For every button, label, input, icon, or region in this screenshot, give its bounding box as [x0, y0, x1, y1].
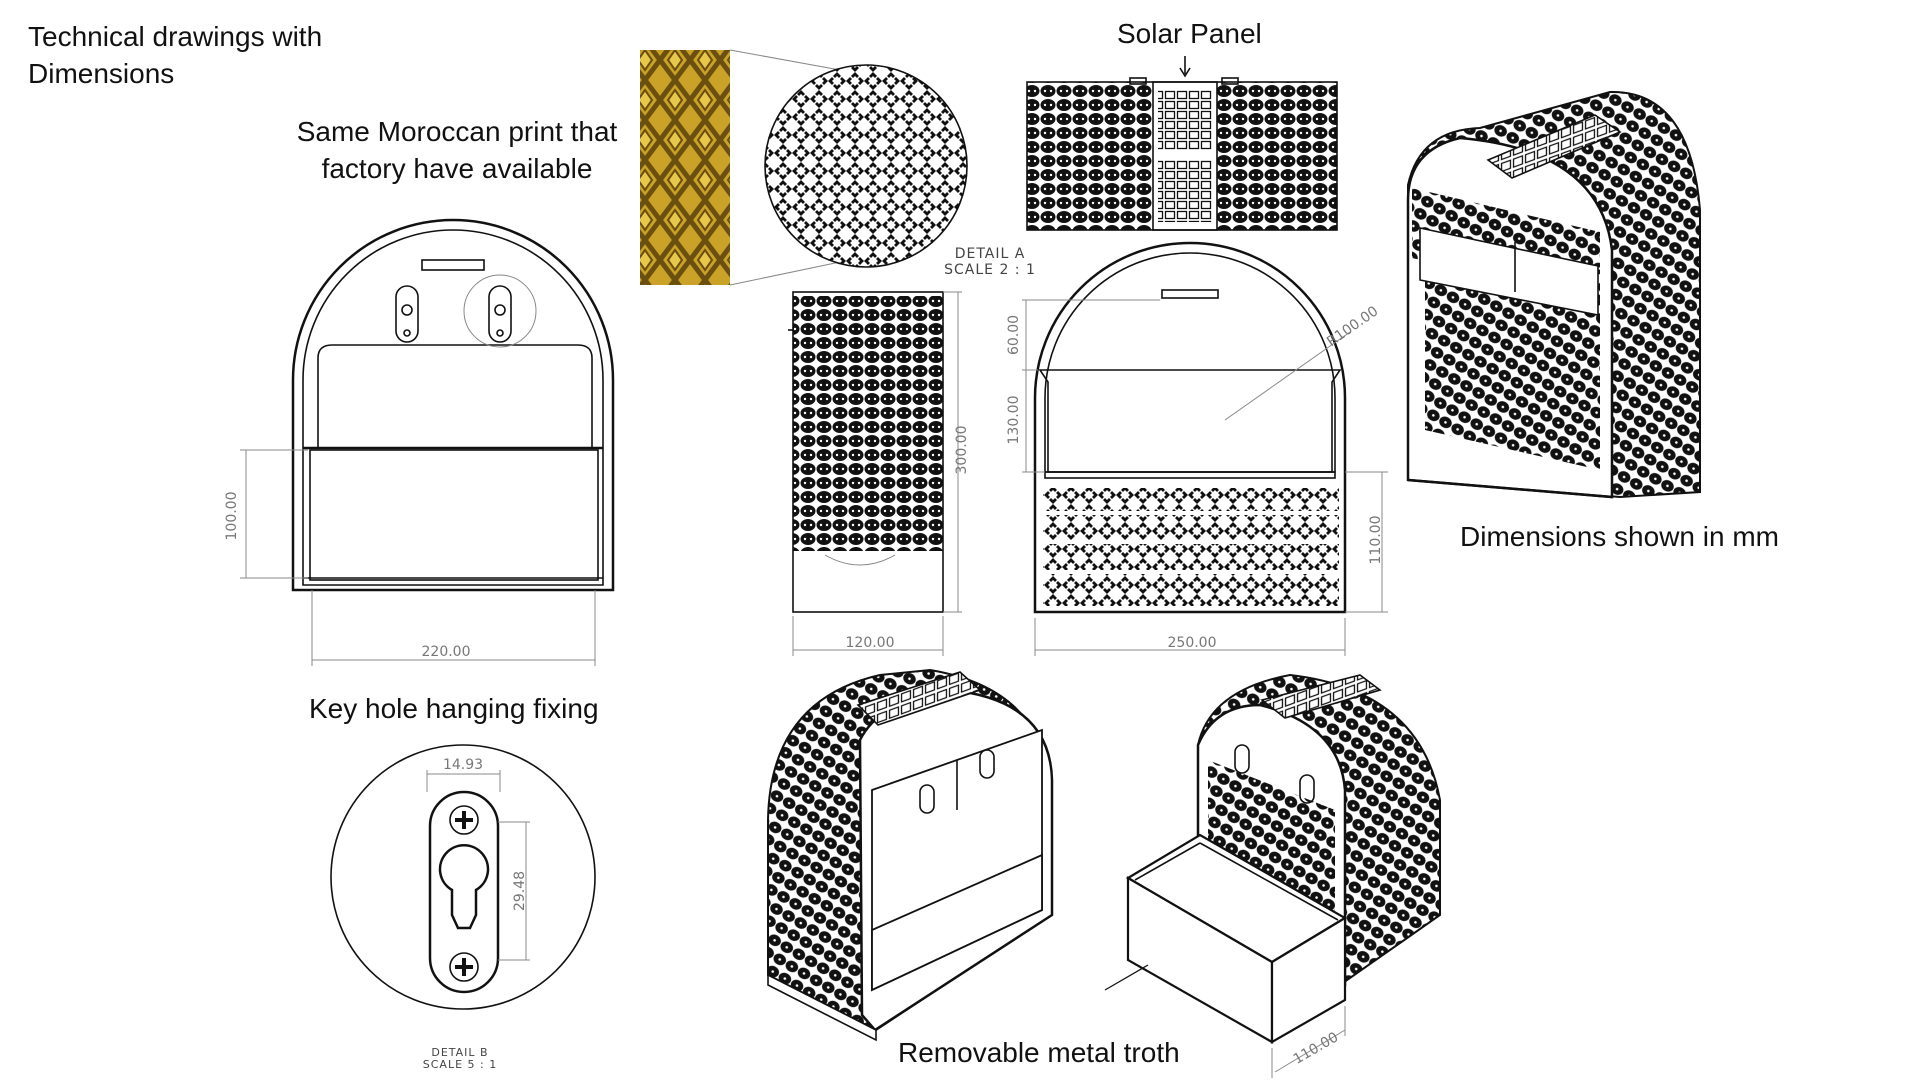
dim-pattern-height: 110.00	[1368, 516, 1384, 565]
title-line-1: Technical drawings with	[28, 21, 323, 52]
dim-front-width: 220.00	[422, 644, 471, 660]
moroccan-callout-line-1: Same Moroccan print that	[296, 116, 618, 147]
moroccan-print-photo	[640, 49, 841, 286]
dim-arch-top: 60.00	[1006, 315, 1022, 355]
dim-keyhole-height: 29.48	[512, 871, 528, 911]
detail-b-scale: SCALE 5 : 1	[423, 1058, 497, 1071]
dim-side-width: 120.00	[846, 635, 895, 651]
back-view-drawing	[1022, 241, 1388, 656]
detail-a-name: DETAIL A	[955, 246, 1026, 262]
solar-panel-label: Solar Panel	[1117, 18, 1262, 49]
detail-a-pattern-circle	[764, 64, 968, 268]
side-view-drawing	[788, 291, 962, 656]
detail-b-name: DETAIL B	[431, 1046, 488, 1059]
title-line-2: Dimensions	[28, 58, 175, 89]
dim-keyhole-width: 14.93	[443, 757, 483, 773]
front-view-drawing	[240, 218, 615, 666]
dim-front-height: 100.00	[224, 492, 240, 541]
dim-radius: R100.00	[1324, 303, 1381, 350]
dim-overall-width: 250.00	[1168, 635, 1217, 651]
dim-trough-depth: 110.00	[1291, 1029, 1341, 1067]
detail-a-scale: SCALE 2 : 1	[944, 262, 1036, 278]
moroccan-callout-line-2: factory have available	[321, 153, 593, 184]
keyhole-label: Key hole hanging fixing	[309, 693, 599, 724]
dimensions-note: Dimensions shown in mm	[1460, 521, 1779, 552]
detail-b-keyhole-drawing	[330, 744, 596, 1010]
isometric-view-main	[1406, 90, 1701, 499]
removable-trough-drawing	[1104, 833, 1348, 1078]
top-view-solar-panel	[1026, 56, 1338, 231]
removable-trough-label: Removable metal troth	[898, 1037, 1180, 1068]
isometric-view-assembled	[767, 668, 1054, 1042]
dim-arch-mid: 130.00	[1006, 396, 1022, 445]
dim-side-height: 300.00	[954, 426, 970, 475]
